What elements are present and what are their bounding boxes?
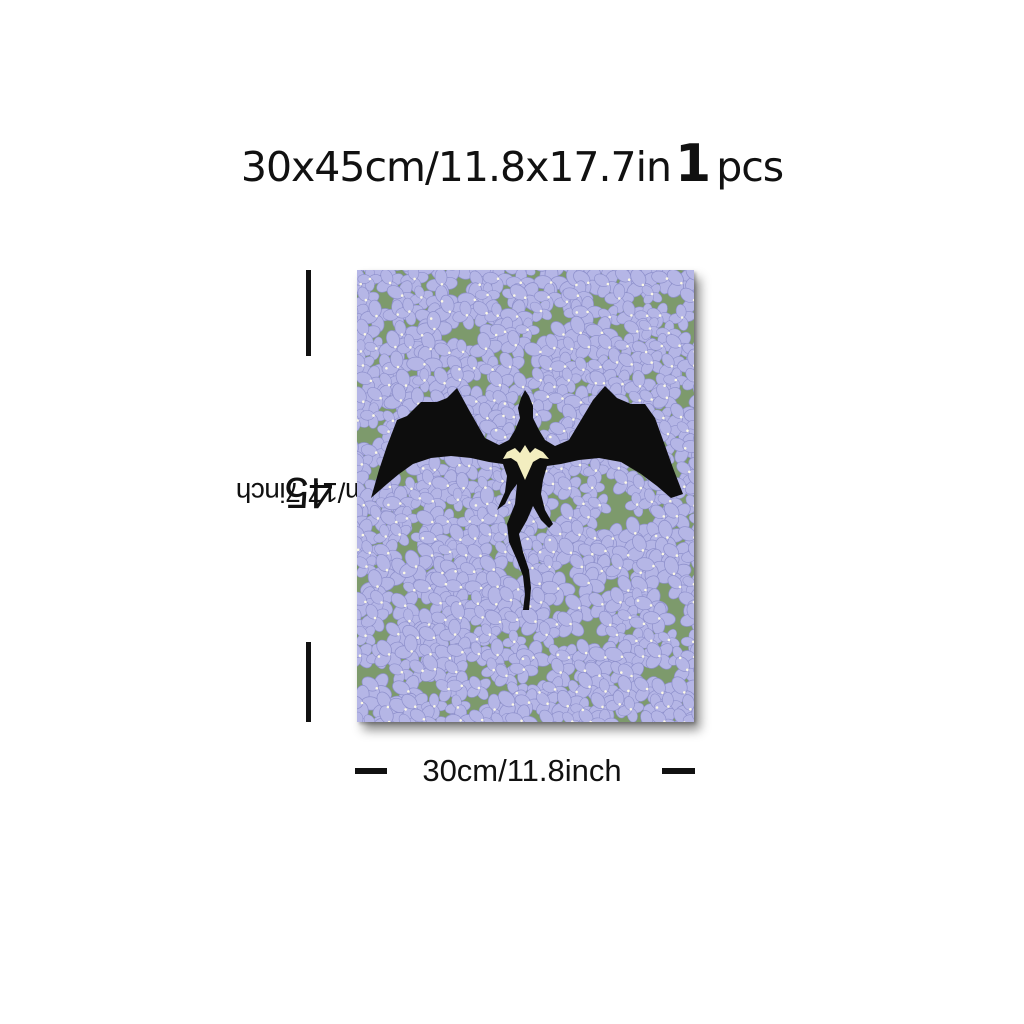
quantity-number: 1	[675, 134, 711, 194]
dragon-emblem	[503, 445, 549, 480]
size-text: 30x45cm/11.8x17.7in	[240, 143, 672, 191]
width-label: 30cm/11.8inch	[422, 753, 622, 788]
horizontal-dimension-line-left	[355, 768, 387, 774]
quantity-unit: pcs	[716, 143, 784, 191]
vertical-dimension-line-bottom	[306, 642, 311, 722]
vertical-dimension-line-top	[306, 270, 311, 356]
flower-centers	[357, 277, 694, 722]
dragon-silhouette	[371, 386, 683, 610]
artwork-image	[357, 270, 694, 722]
canvas-artwork	[357, 270, 694, 722]
horizontal-dimension-line-right	[662, 768, 695, 774]
